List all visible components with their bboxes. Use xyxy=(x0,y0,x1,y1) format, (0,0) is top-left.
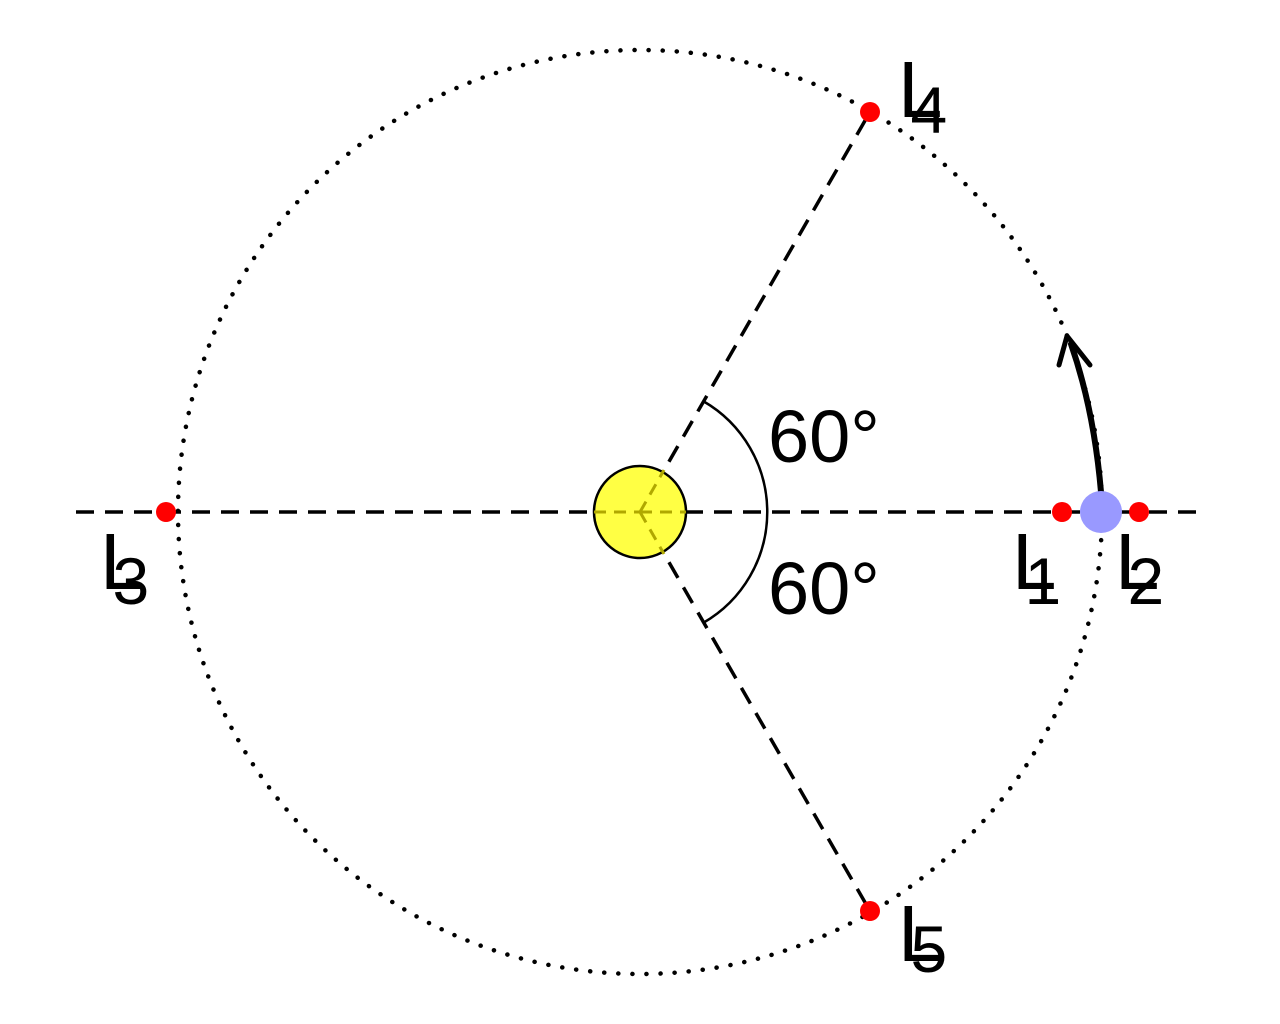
l2-label: L2 xyxy=(1115,517,1164,618)
l1-point xyxy=(1052,502,1072,522)
l5-line xyxy=(638,511,872,912)
l4-point xyxy=(860,102,880,122)
l2-point xyxy=(1129,502,1149,522)
l4-label-letter: L xyxy=(898,45,943,134)
l5-label: L5 xyxy=(898,889,947,986)
angle-label-lower: 60° xyxy=(768,547,880,630)
l4-line xyxy=(638,111,872,513)
l3-point xyxy=(156,502,176,522)
star-center-lines xyxy=(594,469,686,555)
l1-label: L1 xyxy=(1012,517,1061,618)
arrow-head-icon xyxy=(1056,333,1093,368)
planet xyxy=(1080,491,1122,533)
l4-label-index: 4 xyxy=(911,73,948,147)
l3-label: L3 xyxy=(100,517,149,618)
orbit-direction-arrow xyxy=(1068,341,1104,495)
l1-label-index: 1 xyxy=(1025,544,1062,618)
angle-label-upper: 60° xyxy=(768,395,880,478)
l4-label: L4 xyxy=(898,45,947,147)
angle-arc xyxy=(702,399,769,625)
l5-point xyxy=(860,901,880,921)
l2-label-letter: L xyxy=(1115,517,1160,606)
l5-label-letter: L xyxy=(898,889,943,978)
l3-label-index: 3 xyxy=(113,544,150,618)
l2-label-index: 2 xyxy=(1128,544,1165,618)
l3-label-letter: L xyxy=(100,517,145,606)
l5-label-index: 5 xyxy=(911,912,948,986)
l1-label-letter: L xyxy=(1012,517,1057,606)
